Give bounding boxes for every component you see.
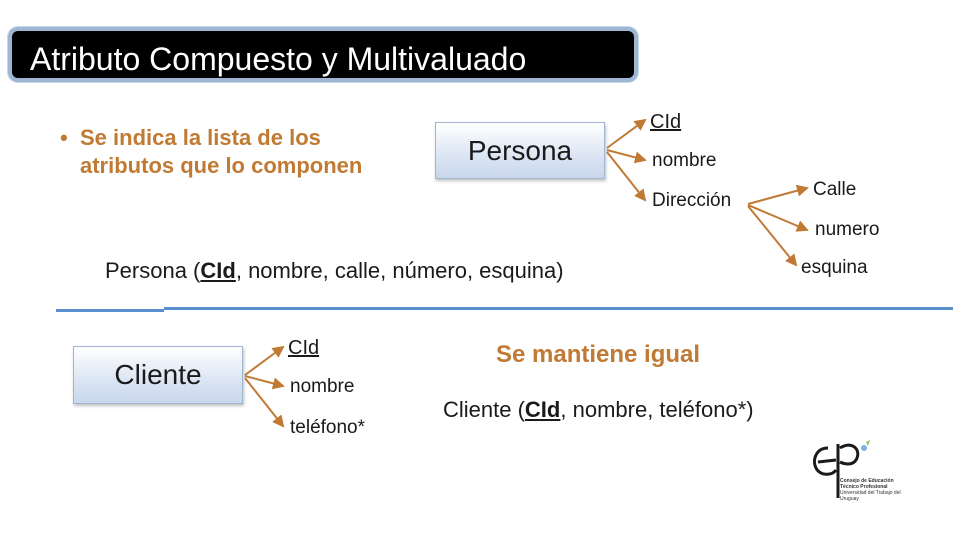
persona-attr-nombre: nombre [652, 150, 717, 171]
cetp-logo [813, 440, 870, 498]
bullet-text: Se indica la lista de los atributos que … [80, 125, 363, 178]
direccion-component-numero: numero [815, 219, 880, 240]
divider-right [164, 307, 953, 310]
bullet-dot: • [60, 125, 68, 150]
cliente-line-nombre [244, 375, 285, 390]
direccion-line-calle [747, 184, 809, 205]
cliente-attr-cid: CId [288, 337, 320, 359]
cliente-line-telefono [244, 377, 285, 428]
direccion-line-esquina [747, 205, 798, 267]
title-banner: Atributo Compuesto y Multivaluado [8, 27, 638, 82]
persona-attr-cid: CId [650, 111, 682, 133]
entity-persona: Persona [435, 122, 605, 179]
note-se-mantiene-igual: Se mantiene igual [496, 341, 701, 368]
cliente-attr-telefono: teléfono* [290, 417, 366, 438]
bullet-point: • Se indica la lista de los atributos qu… [60, 124, 420, 180]
logo-text: Consejo de Educación Técnico Profesional… [840, 478, 901, 502]
persona-line-nombre [606, 149, 647, 164]
cliente-relation-schema: Cliente (CId, nombre, teléfono*) [443, 397, 754, 422]
persona-attr-direccion: Dirección [652, 190, 732, 211]
direccion-component-esquina: esquina [801, 257, 868, 278]
persona-relation-schema: Persona (CId, nombre, calle, número, esq… [105, 258, 564, 283]
cliente-line-cid [244, 345, 285, 376]
persona-line-cid [606, 118, 647, 149]
page-title: Atributo Compuesto y Multivaluado [30, 41, 527, 77]
cliente-attr-nombre: nombre [290, 376, 355, 397]
persona-line-direccion [606, 151, 647, 202]
entity-cliente: Cliente [73, 346, 243, 404]
divider-left [56, 309, 164, 312]
direccion-line-numero [747, 204, 809, 232]
direccion-component-calle: Calle [813, 179, 857, 200]
